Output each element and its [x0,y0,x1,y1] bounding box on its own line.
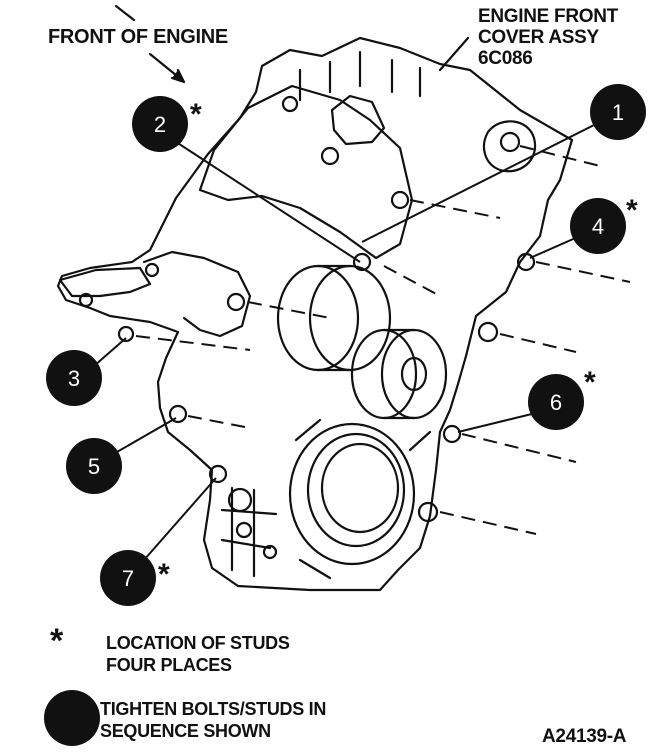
svg-text:1: 1 [612,100,624,125]
bolt-hole-1 [499,131,521,153]
left-arm [142,250,252,338]
leader-3 [93,337,127,367]
callout-7: 7 [100,550,156,606]
bolt-hole-6 [442,424,462,444]
bolt-hole-7 [208,464,228,484]
front-of-engine-label: FRONT OF ENGINE [48,26,228,48]
svg-text:5: 5 [88,454,100,479]
figure-id: A24139-A [542,726,627,747]
upper-frame [198,84,414,260]
svg-text:6: 6 [550,390,562,415]
dashed-axis-5 [187,415,251,429]
left-bracket [58,266,152,298]
legend-sequence-line1: TIGHTEN BOLTS/STUDS IN [100,699,327,719]
right-boss [482,120,537,173]
legend-stud-text: LOCATION OF STUDS FOUR PLACES [106,632,290,676]
crank-seal-mid [306,432,406,548]
cover-label-line1: ENGINE FRONT [478,6,618,27]
stud-marker-2: * [190,98,202,131]
cover-label-line2: COVER ASSY [478,27,599,48]
stud-marker-4: * [626,194,638,227]
dashed-axis-2 [383,265,441,297]
crank-seal-inner [320,442,400,534]
crank-seal-outer [288,422,416,566]
lower-ribs [220,486,278,578]
pulley-lower-rim [380,328,448,420]
callout-1: 1 [590,84,646,140]
top-bracket [330,94,386,146]
dashed-axis-4 [535,261,631,283]
front-of-engine-arrowhead [170,68,186,84]
dashed-axis-6 [461,433,577,463]
bolt-hole-4 [516,252,536,272]
dashed-axis-3 [135,335,251,351]
callout-3: 3 [46,350,102,406]
legend-stud-line1: LOCATION OF STUDS [106,633,290,653]
pulley-upper-face [276,264,360,372]
leader-5 [109,417,177,457]
cover-label-line3: 6C086 [478,48,533,69]
cover-assy-label: ENGINE FRONT COVER ASSY 6C086 [478,6,618,69]
stud-marker-7: * [158,558,170,591]
svg-text:4: 4 [592,214,604,239]
lower-boss [227,487,253,513]
legend-stud-line2: FOUR PLACES [106,655,232,675]
leader-7 [143,477,217,561]
legend-sequence-circle [44,690,100,746]
leader-1 [361,123,597,243]
svg-text:2: 2 [154,112,166,137]
callout-5: 5 [66,438,122,494]
dashed-axis-1 [519,145,601,167]
bolt-hole-2 [352,252,372,272]
legend-stud-symbol: * [50,622,63,660]
cover-outline [56,36,574,592]
svg-text:3: 3 [68,366,80,391]
legend-sequence-text: TIGHTEN BOLTS/STUDS IN SEQUENCE SHOWN [100,698,326,742]
leader-2 [169,137,361,263]
callout-6: 6 [528,374,584,430]
stud-marker-6: * [584,366,596,399]
bolt-hole-5 [168,404,188,424]
legend-sequence-line2: SEQUENCE SHOWN [100,721,271,741]
svg-text:7: 7 [122,566,134,591]
top-ribs [298,50,422,102]
dashed-axis-7 [439,511,537,535]
leader-4 [529,235,581,259]
pulley-upper-rim [308,264,392,372]
callout-2: 2 [132,96,188,152]
leader-6 [457,411,541,433]
bolt-hole-3 [117,325,135,343]
callout-4: 4 [570,198,626,254]
